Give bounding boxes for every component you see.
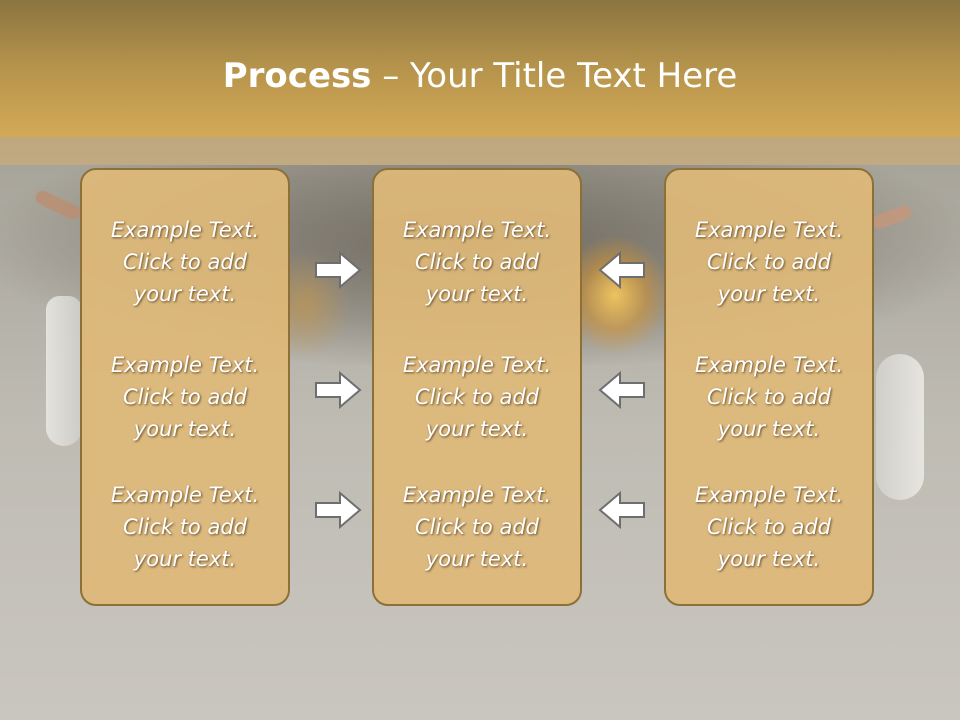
process-box-right[interactable]: Example Text. Click to add your text. Ex… [664, 168, 874, 606]
placeholder-line: Click to add [706, 385, 831, 409]
placeholder-line: Click to add [122, 385, 247, 409]
placeholder-line: Example Text. [694, 483, 844, 507]
background-shoe-right [876, 354, 924, 500]
placeholder-line: Click to add [414, 250, 539, 274]
text-placeholder[interactable]: Example Text. Click to add your text. [666, 479, 872, 575]
placeholder-line: Example Text. [402, 483, 552, 507]
slide-title[interactable]: Process – Your Title Text Here [0, 52, 960, 100]
process-box-left[interactable]: Example Text. Click to add your text. Ex… [80, 168, 290, 606]
placeholder-line: Example Text. [110, 483, 260, 507]
placeholder-line: your text. [133, 417, 237, 441]
placeholder-line: your text. [133, 282, 237, 306]
placeholder-line: Click to add [122, 250, 247, 274]
text-placeholder[interactable]: Example Text. Click to add your text. [82, 349, 288, 445]
placeholder-line: your text. [717, 547, 821, 571]
background-shoe-left [46, 296, 82, 446]
title-bar-strip [0, 137, 960, 165]
text-placeholder[interactable]: Example Text. Click to add your text. [374, 479, 580, 575]
placeholder-line: Example Text. [694, 218, 844, 242]
text-placeholder[interactable]: Example Text. Click to add your text. [82, 479, 288, 575]
text-placeholder[interactable]: Example Text. Click to add your text. [374, 349, 580, 445]
placeholder-line: Example Text. [110, 218, 260, 242]
text-placeholder[interactable]: Example Text. Click to add your text. [666, 214, 872, 310]
title-rest-text: – Your Title Text Here [371, 56, 738, 96]
text-placeholder[interactable]: Example Text. Click to add your text. [374, 214, 580, 310]
arrow-right-icon[interactable] [314, 490, 362, 530]
title-bold-text: Process [222, 56, 372, 96]
arrow-left-icon[interactable] [598, 370, 646, 410]
text-placeholder[interactable]: Example Text. Click to add your text. [82, 214, 288, 310]
placeholder-line: your text. [717, 282, 821, 306]
placeholder-line: Click to add [706, 515, 831, 539]
placeholder-line: Click to add [414, 385, 539, 409]
placeholder-line: your text. [425, 547, 529, 571]
title-bar [0, 0, 960, 137]
placeholder-line: Example Text. [402, 353, 552, 377]
arrow-left-icon[interactable] [598, 490, 646, 530]
placeholder-line: Click to add [706, 250, 831, 274]
placeholder-line: your text. [425, 417, 529, 441]
text-placeholder[interactable]: Example Text. Click to add your text. [666, 349, 872, 445]
placeholder-line: Example Text. [402, 218, 552, 242]
arrow-left-icon[interactable] [598, 250, 646, 290]
placeholder-line: your text. [717, 417, 821, 441]
placeholder-line: Example Text. [110, 353, 260, 377]
placeholder-line: Example Text. [694, 353, 844, 377]
arrow-right-icon[interactable] [314, 370, 362, 410]
placeholder-line: Click to add [122, 515, 247, 539]
process-box-center[interactable]: Example Text. Click to add your text. Ex… [372, 168, 582, 606]
placeholder-line: your text. [425, 282, 529, 306]
arrow-right-icon[interactable] [314, 250, 362, 290]
placeholder-line: Click to add [414, 515, 539, 539]
placeholder-line: your text. [133, 547, 237, 571]
